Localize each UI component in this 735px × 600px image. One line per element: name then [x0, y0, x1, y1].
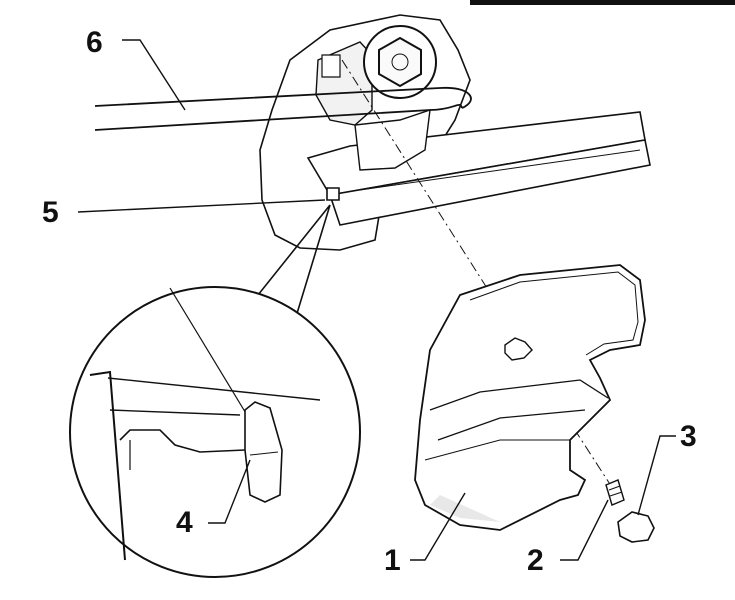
callout-2: 2 [527, 544, 544, 577]
callout-6: 6 [86, 26, 103, 59]
screw-thread-1 [609, 486, 620, 490]
trim-cover-step [430, 380, 608, 440]
leader-lines [78, 40, 676, 560]
callout-1: 1 [384, 544, 401, 577]
cover-clip [505, 338, 532, 360]
hole-5 [327, 188, 339, 200]
callout-5: 5 [42, 196, 59, 229]
trim-cover-inner-edge [425, 440, 570, 460]
trim-cover-shade [430, 495, 500, 522]
sill-rail-detail [360, 150, 640, 190]
trim-cover-rim [470, 272, 638, 355]
magnifier-circle [70, 287, 360, 577]
alignment-line-upper [342, 60, 520, 340]
magnifier-leader [250, 205, 330, 320]
rod-upper-edge [95, 88, 471, 108]
callout-3: 3 [680, 420, 697, 453]
bolt-center [392, 54, 408, 70]
magnified-detail [90, 288, 320, 560]
screw-thread-2 [610, 492, 622, 496]
bracket-slot [322, 55, 340, 77]
top-frame-bar [470, 0, 735, 5]
sill-rail-lower [330, 140, 650, 225]
callout-4: 4 [176, 506, 193, 539]
bolt-hex-head [379, 38, 421, 86]
cap-piece [618, 512, 654, 542]
